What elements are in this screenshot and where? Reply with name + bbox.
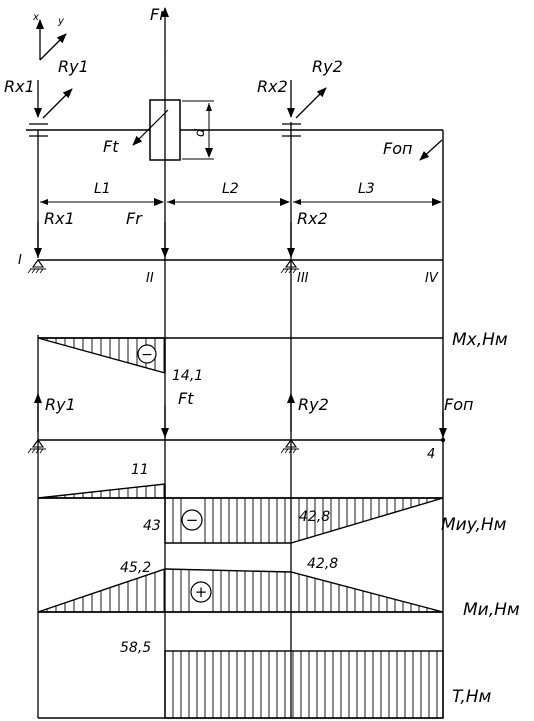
mi-left-value: 45,2 — [120, 560, 151, 576]
end-point — [440, 437, 446, 443]
coordinate-axes: x y — [32, 12, 67, 61]
l3-label: L3 — [358, 181, 375, 197]
mx-diagram: − 14,1 Mx,Нм — [37, 330, 508, 384]
t-diagram: 58,5 T,Нм — [38, 640, 492, 719]
mx-sign: − — [141, 347, 153, 363]
rx1-top-label: Rx1 — [4, 77, 35, 96]
l1-label: L1 — [94, 181, 111, 197]
support-3 — [280, 259, 299, 274]
x-axis-label: x — [32, 12, 39, 23]
mi-label: Mи,Нм — [463, 600, 520, 620]
my-area-left — [37, 483, 166, 499]
support-1 — [27, 259, 46, 274]
my-area-right — [164, 497, 444, 544]
shaft-sketch: Fr Ft d Rx1 Ry1 Rx2 Ry2 Fоп — [4, 5, 444, 718]
ry2-label: Ry2 — [298, 395, 329, 414]
t-hatching — [172, 651, 438, 718]
support-3b — [280, 439, 299, 454]
fon-top-arrow — [419, 139, 443, 161]
section-2-label: II — [146, 271, 154, 286]
section-3-label: III — [297, 271, 309, 286]
rx2-label: Rx2 — [297, 209, 328, 228]
rx2-top-label: Rx2 — [257, 77, 288, 96]
my-sign-circle — [181, 509, 203, 531]
fr-force-label: Fr — [150, 5, 167, 24]
mi-diagram: + 45,2 42,8 Mи,Нм — [37, 556, 520, 620]
mi-right-value: 42,8 — [307, 556, 338, 572]
my-diagram: − 11 43 42,8 Mиy,Нм — [37, 462, 507, 544]
l2-label: L2 — [222, 181, 239, 197]
section-4-label: IV — [425, 271, 439, 286]
dim-d-label: d — [193, 128, 208, 137]
y-axis-arrow — [39, 33, 67, 61]
section-1-label: I — [18, 253, 22, 268]
ry1-top-label: Ry1 — [58, 57, 89, 76]
ry2-top-arrow — [295, 87, 327, 119]
my-mid-value: 43 — [143, 518, 161, 534]
fon-top-label: Fоп — [383, 139, 412, 158]
scheme-horizontal: Ry1 Ft Ry2 Fоп 4 — [27, 389, 473, 462]
mx-label: Mx,Нм — [452, 330, 508, 350]
ft-force-label: Ft — [103, 137, 119, 156]
mi-area — [37, 568, 444, 613]
fr-label-2: Fr — [126, 209, 143, 228]
mi-sign: + — [195, 583, 208, 601]
my-left-value: 11 — [131, 462, 149, 478]
my-hatching — [46, 484, 436, 543]
my-right-value: 42,8 — [299, 509, 330, 525]
support-1b — [27, 439, 46, 454]
rx1-label: Rx1 — [44, 209, 75, 228]
mx-area — [37, 337, 166, 374]
span-dimensions: L1 L2 L3 — [40, 181, 442, 206]
section-4b-label: 4 — [427, 447, 435, 462]
ry1-label: Ry1 — [45, 395, 76, 414]
fon-label: Fоп — [444, 395, 473, 414]
ft-label: Ft — [178, 389, 194, 408]
ft-force-arrow — [132, 109, 169, 146]
left-bearing — [29, 123, 48, 137]
mx-peak-value: 14,1 — [172, 368, 203, 384]
t-label: T,Нм — [452, 687, 492, 707]
ry1-top-arrow — [42, 88, 73, 119]
ry2-top-label: Ry2 — [312, 57, 343, 76]
t-top-value: 58,5 — [120, 640, 151, 656]
y-axis-label: y — [57, 16, 65, 27]
t-area — [164, 650, 444, 719]
mi-hatching — [46, 569, 436, 612]
mx-sign-circle — [137, 344, 157, 364]
right-bearing — [282, 123, 301, 137]
mi-sign-circle — [190, 581, 212, 603]
my-label: Mиy,Нм — [441, 515, 507, 535]
my-sign: − — [186, 511, 199, 529]
scheme-vertical: Rx1 Fr Rx2 I II III IV — [18, 209, 443, 286]
